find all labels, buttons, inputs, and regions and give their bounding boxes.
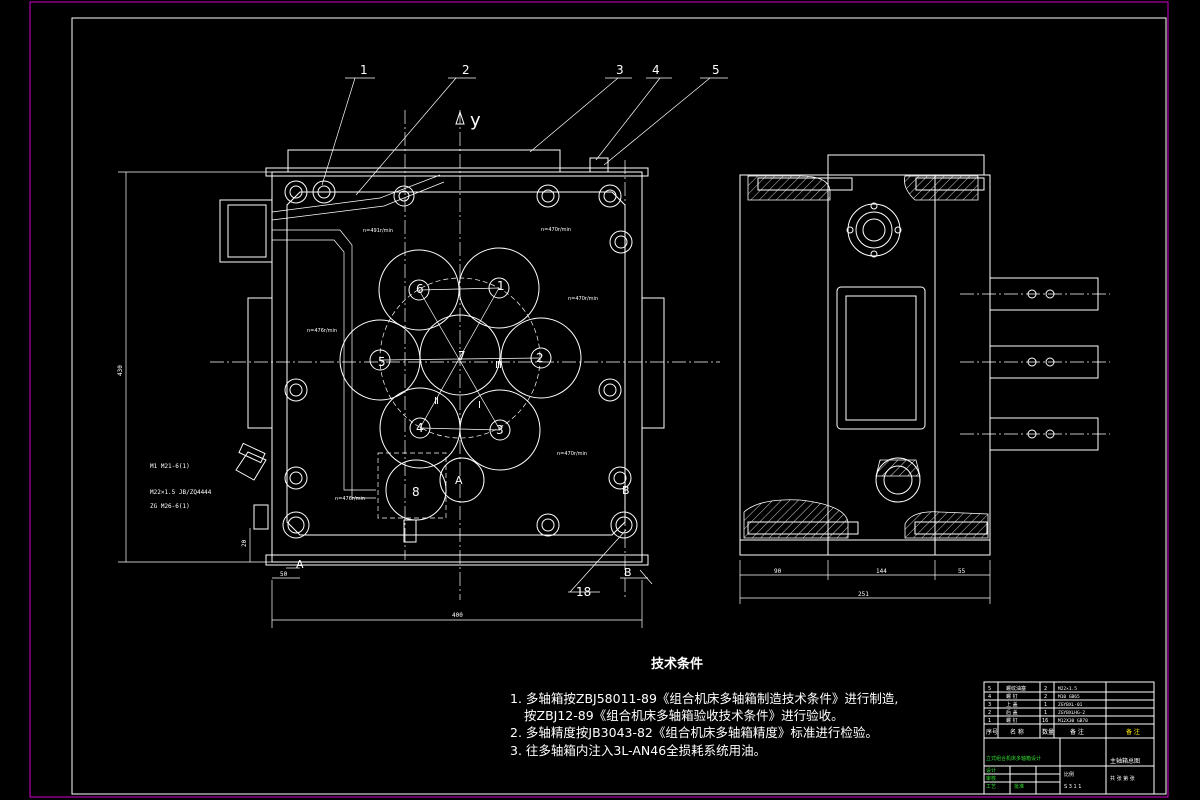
dim-bottom-offset: 20: [241, 539, 248, 547]
dim-overall-height: 430: [117, 365, 124, 376]
left-note-2: M22×1.5 JB/ZQ4444: [150, 489, 212, 496]
tb-row-3-name: 上 盖: [1006, 701, 1018, 708]
tech-title: 技术条件: [651, 656, 703, 672]
shaft-roman-3: Ⅲ: [495, 360, 502, 371]
shaft-roman-2: Ⅱ: [434, 396, 439, 407]
tb-row-2-name: 螺 钉: [1006, 693, 1018, 700]
tb-row-3-qty: 1: [1044, 702, 1047, 708]
callout-3: 3: [616, 63, 624, 77]
tb-scale: 比例: [1064, 771, 1074, 778]
shaft-3: 3: [496, 423, 504, 437]
title-block: [983, 681, 1155, 795]
tb-project: 立式组合机床多轴箱设计: [986, 755, 1041, 762]
shaft-6: 6: [416, 282, 424, 296]
tb-header-no: 序号: [986, 728, 998, 736]
tb-row-3-no: 3: [988, 702, 991, 708]
dim-side-seg1: 90: [774, 568, 782, 575]
tb-row-1-name: 螺纹油塞: [1006, 685, 1026, 692]
tb-row-4-spec: ZGYBXLHG-2: [1058, 710, 1085, 716]
tb-header-mark: 备 注: [1126, 728, 1140, 736]
shaft-labels: 1 2 3 4 5 6 7 8 Ⅰ Ⅱ Ⅲ: [378, 279, 544, 499]
tb-stage: S 3 1 1: [1064, 784, 1082, 790]
tb-row-5-qty: 16: [1042, 718, 1048, 724]
tb-row-2-qty: 2: [1044, 694, 1047, 700]
gear-train: [339, 247, 582, 543]
callout-4: 4: [652, 63, 660, 77]
y-axis-label: y: [470, 110, 481, 131]
section-b-bottom: B: [624, 566, 632, 579]
dim-side-seg2: 144: [876, 568, 887, 575]
dim-side-total: 251: [858, 591, 869, 598]
left-notes: M1 M21-6(1) M22×1.5 JB/ZQ4444 ZG M26-6(1…: [150, 463, 212, 510]
tb-header-qty: 数量: [1042, 728, 1054, 736]
section-a-bottom: A: [296, 558, 304, 571]
shaft-8: 8: [412, 485, 420, 499]
section-b-mid: B: [622, 484, 630, 497]
tb-row-1-qty: 2: [1044, 686, 1047, 692]
tb-sign-process: 工艺: [986, 784, 996, 790]
tb-row-5-no: 1: [988, 718, 991, 724]
tb-row-2-no: 4: [988, 694, 991, 700]
tb-row-1-no: 5: [988, 686, 991, 692]
dimension-texts: 400 430 20 50 90 144 55 251: [117, 365, 966, 619]
callout-18: 18: [576, 585, 591, 599]
svg-text:n=470r/min: n=470r/min: [557, 451, 587, 457]
sheet-border: [29, 1, 1169, 798]
tb-row-4-no: 2: [988, 710, 991, 716]
shaft-1: 1: [497, 279, 505, 293]
bolt-holes: [282, 180, 638, 539]
shaft-7: 7: [458, 349, 466, 363]
tb-sign-design: 设计: [986, 767, 996, 774]
tech-line-3: 2. 多轴精度按JB3043-82《组合机床多轴箱精度》标准进行检验。: [510, 725, 878, 740]
svg-text:n=491r/min: n=491r/min: [363, 228, 393, 234]
tb-header-name: 名 称: [1010, 728, 1024, 736]
svg-text:n=470r/min: n=470r/min: [568, 296, 598, 302]
technical-requirements: 技术条件 1. 多轴箱按ZBJ58011-89《组合机床多轴箱制造技术条件》进行…: [510, 656, 898, 758]
tb-sign-approve: 批准: [1014, 783, 1024, 790]
front-view: n=491r/min n=470r/min n=470r/min n=476r/…: [118, 77, 728, 628]
callout-labels: 1 2 3 4 5 18: [360, 63, 720, 599]
dim-left-offset: 50: [280, 571, 288, 578]
tb-row-4-name: 后 盖: [1006, 709, 1018, 716]
tb-drawing-name: 主轴箱总图: [1110, 757, 1140, 765]
svg-text:n=470r/min: n=470r/min: [541, 227, 571, 233]
dim-side-seg3: 55: [958, 568, 966, 575]
left-note-1: M1 M21-6(1): [150, 463, 190, 470]
tb-row-1-spec: M22×1.5: [1058, 686, 1077, 692]
tb-row-5-spec: M12X30 GB70: [1058, 718, 1088, 724]
tb-header-spec: 备 注: [1070, 728, 1084, 736]
tb-sheet: 共 张 第 张: [1110, 775, 1135, 782]
tb-row-4-qty: 1: [1044, 710, 1047, 716]
dim-overall-width: 400: [452, 612, 463, 619]
tb-row-5-name: 螺 钉: [1006, 717, 1018, 724]
tech-line-4: 3. 往多轴箱内注入3L-AN46全损耗系统用油。: [510, 743, 766, 758]
left-note-3: ZG M26-6(1): [150, 503, 190, 510]
svg-text:n=476r/min: n=476r/min: [335, 496, 365, 502]
title-block-text: 5 螺纹油塞 2 M22×1.5 4 螺 钉 2 M10 GB65 3 上 盖 …: [986, 685, 1140, 790]
side-view: [739, 154, 1110, 604]
callout-1: 1: [360, 63, 368, 77]
tb-row-3-spec: ZGYBXL-01: [1058, 702, 1083, 708]
svg-text:n=476r/min: n=476r/min: [307, 328, 337, 334]
shaft-roman-1: Ⅰ: [478, 400, 481, 411]
tech-line-2: 按ZBJ12-89《组合机床多轴箱验收技术条件》进行验收。: [524, 708, 844, 723]
tb-sign-review: 审核: [986, 775, 996, 782]
shaft-4: 4: [416, 421, 424, 435]
shaft-5: 5: [378, 355, 386, 369]
section-marks: A B A B: [296, 474, 632, 579]
drawing-frame: [71, 17, 1167, 795]
section-a-mid: A: [455, 474, 463, 487]
tb-row-2-spec: M10 GB65: [1058, 694, 1080, 700]
callout-5: 5: [712, 63, 720, 77]
tech-line-1: 1. 多轴箱按ZBJ58011-89《组合机床多轴箱制造技术条件》进行制造,: [510, 691, 898, 706]
shaft-2: 2: [536, 351, 544, 365]
callout-2: 2: [462, 63, 470, 77]
